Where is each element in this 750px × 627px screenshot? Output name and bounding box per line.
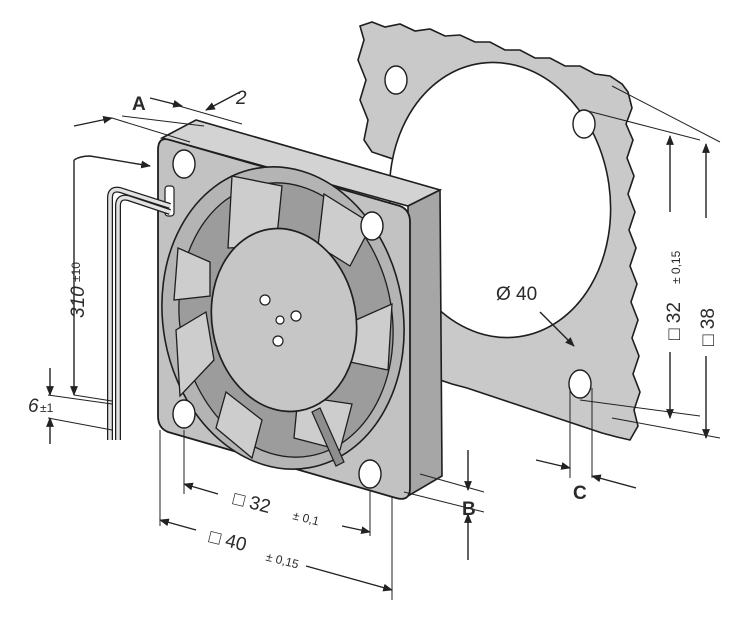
fan-blade [215, 390, 263, 460]
label-strip-length-tol: ±1 [40, 401, 54, 415]
label-offset-2: 2 [235, 88, 247, 109]
fan-blade [175, 310, 215, 398]
hub-hole [259, 294, 271, 306]
label-b: B [462, 499, 476, 520]
fan-strut [311, 407, 345, 467]
dimension-lines [46, 85, 721, 600]
label-hole-pitch-side: □ 32 [664, 302, 685, 340]
label-diameter: Ø 40 [496, 284, 537, 305]
label-cable-length: 310 [68, 286, 89, 318]
hub-hole [272, 335, 284, 347]
fan-mount-hole-bl [172, 399, 196, 429]
cable [107, 186, 171, 440]
fan-mount-hole-br [358, 459, 382, 489]
label-frame-size-side: □ 38 [698, 308, 719, 346]
cable-wire [116, 195, 171, 440]
label-hole-pitch-front: □ 32 [231, 488, 273, 518]
label-a: A [132, 94, 146, 115]
label-cable-length-tol: ±10 [69, 262, 83, 282]
fan-mount-hole-tr [360, 211, 384, 241]
dimension-labels: A 2 310 ±10 6 ±1 □ 32 ± 0,1 □ 40 ± 0,15 … [28, 88, 719, 571]
label-frame-size-front-tol: ± 0,15 [265, 550, 301, 572]
hub-hole [275, 315, 285, 325]
gasket-hole-tl [384, 65, 408, 95]
fan-blade [173, 247, 211, 301]
label-strip-length: 6 [28, 396, 39, 417]
label-hole-pitch-front-tol: ± 0,1 [291, 508, 321, 528]
hub-hole [290, 310, 302, 322]
gasket [357, 21, 641, 441]
gasket-hole-br [568, 369, 592, 399]
cable-wire [108, 187, 171, 440]
label-c: C [573, 483, 587, 504]
label-frame-size-front: □ 40 [207, 526, 249, 556]
fan-mount-hole-tl [172, 149, 196, 179]
fan [157, 119, 443, 500]
fan-frame-right-side [407, 188, 443, 498]
label-hole-pitch-side-tol: ± 0,15 [669, 250, 683, 284]
gasket-hole-tr [572, 109, 596, 139]
